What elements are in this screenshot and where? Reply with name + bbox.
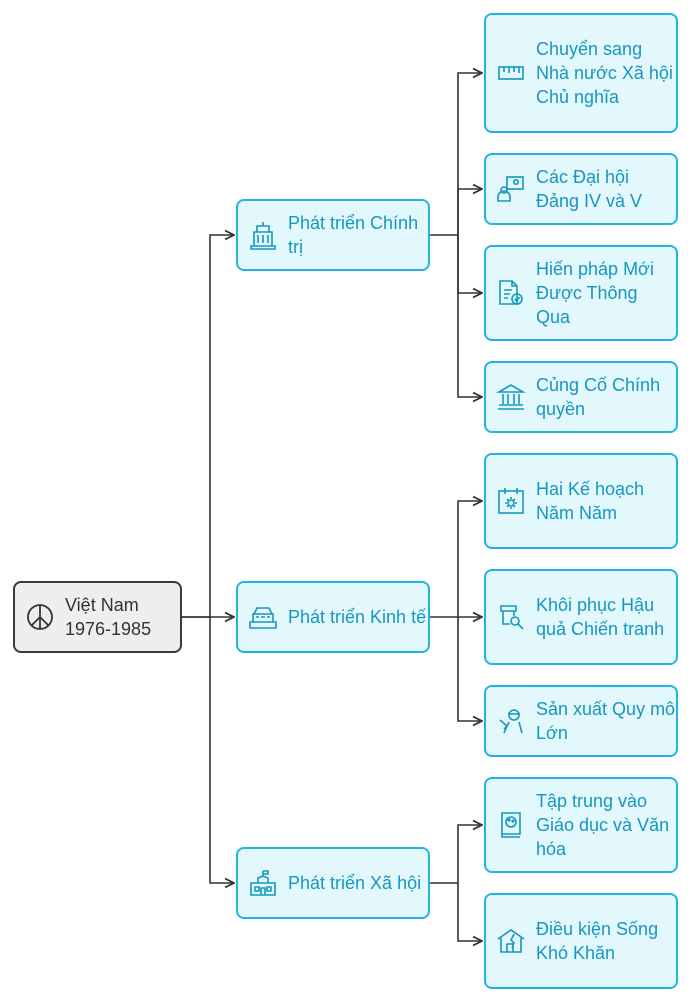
leaf-label: Hai Kế hoạch Năm Năm	[536, 479, 645, 523]
leaf-label: Củng Cố Chính quyền	[536, 375, 661, 419]
leaf-consolidate-power: Củng Cố Chính quyền	[484, 361, 678, 433]
connector-root-society	[209, 617, 234, 883]
factory-icon	[248, 602, 278, 632]
leaf-war-recovery: Khôi phục Hậu quả Chiến tranh	[484, 569, 678, 665]
leaf-education-culture: Tập trung vào Giáo dục và Văn hóa	[484, 777, 678, 873]
branch-economy: Phát triển Kinh tế	[236, 581, 430, 653]
leaf-five-year-plans: Hai Kế hoạch Năm Năm	[484, 453, 678, 549]
branch-politics: Phát triển Chính trị	[236, 199, 430, 271]
government-building-icon	[248, 220, 278, 250]
branch-label: Phát triển Chính trị	[288, 213, 419, 257]
root-node: Việt Nam 1976-1985	[13, 581, 182, 653]
connector-economy-1	[430, 501, 482, 618]
connector-society-2	[457, 883, 482, 941]
leaf-socialist-state: Chuyển sang Nhà nước Xã hội Chủ nghĩa	[484, 13, 678, 133]
school-icon	[248, 868, 278, 898]
branch-label: Phát triển Kinh tế	[288, 607, 427, 627]
calendar-gear-icon	[496, 486, 526, 516]
root-label: Việt Nam 1976-1985	[65, 595, 152, 639]
branch-society: Phát triển Xã hội	[236, 847, 430, 919]
connector-economy-3	[457, 617, 482, 721]
presenter-icon	[496, 174, 526, 204]
ruler-icon	[496, 63, 526, 83]
leaf-hard-living: Điều kiện Sống Khó Khăn	[484, 893, 678, 989]
connector-politics-4	[457, 235, 482, 397]
book-palette-icon	[496, 810, 526, 840]
leaf-large-scale-production: Sản xuất Quy mô Lớn	[484, 685, 678, 757]
leaf-label: Tập trung vào Giáo dục và Văn hóa	[536, 791, 670, 859]
damaged-house-icon	[496, 926, 526, 956]
branch-label: Phát triển Xã hội	[288, 873, 422, 893]
worker-icon	[496, 706, 526, 736]
leaf-label: Các Đại hội Đảng IV và V	[536, 167, 643, 211]
connector-politics-1	[430, 73, 482, 236]
connector-politics-3	[457, 235, 482, 293]
leaf-label: Điều kiện Sống Khó Khăn	[536, 919, 659, 963]
connector-politics-2	[457, 189, 482, 235]
leaf-label: Khôi phục Hậu quả Chiến tranh	[536, 595, 665, 639]
leaf-party-congress: Các Đại hội Đảng IV và V	[484, 153, 678, 225]
leaf-label: Chuyển sang Nhà nước Xã hội Chủ nghĩa	[536, 39, 673, 107]
connector-society-1	[430, 825, 482, 884]
leaf-label: Hiến pháp Mới Được Thông Qua	[536, 259, 654, 327]
approved-document-icon	[496, 278, 526, 308]
leaf-new-constitution: Hiến pháp Mới Được Thông Qua	[484, 245, 678, 341]
repair-icon	[496, 602, 526, 632]
institution-icon	[496, 382, 526, 412]
leaf-label: Sản xuất Quy mô Lớn	[536, 699, 676, 743]
peace-icon	[25, 603, 55, 631]
connector-root-politics	[182, 235, 234, 618]
